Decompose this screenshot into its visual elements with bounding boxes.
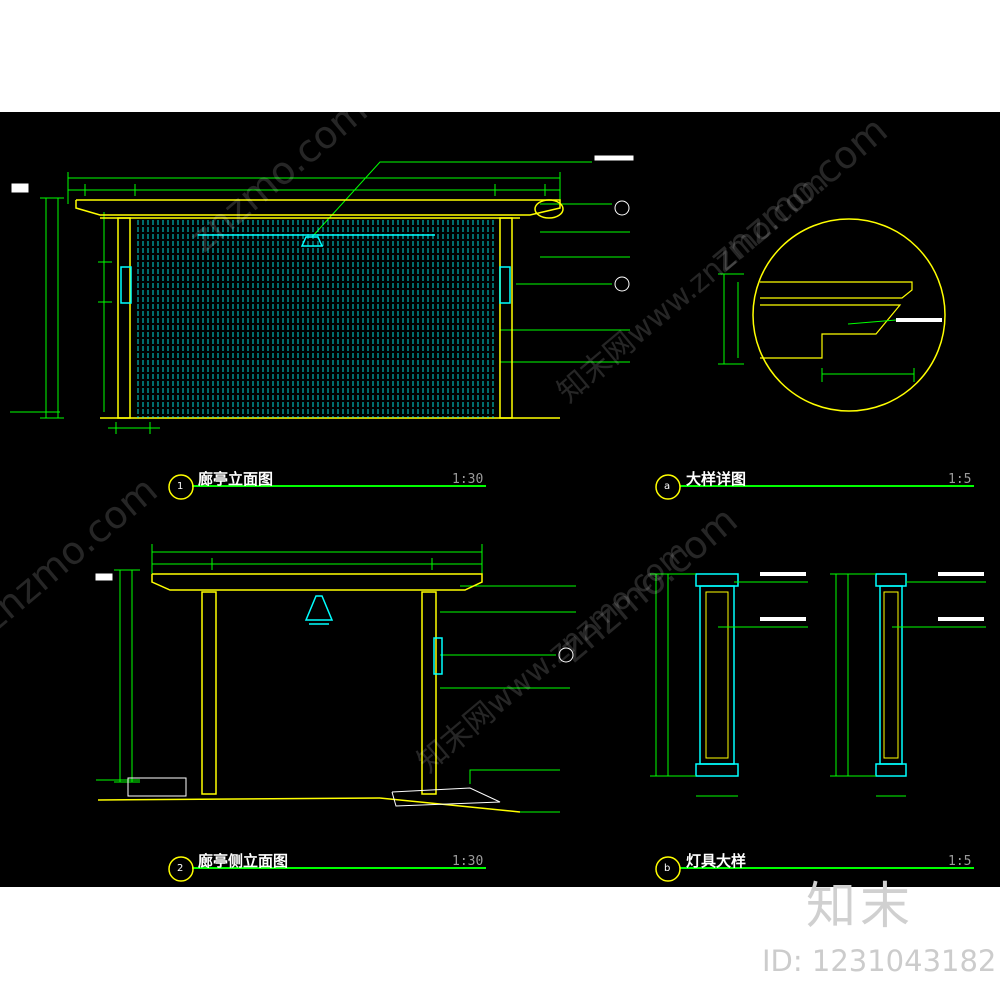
drawing-number: 1	[177, 481, 184, 492]
cad-drawing	[10, 155, 986, 882]
cad-drawing-canvas: 1 廊亭立面图 1:30 a 大样详图 1:5 2 廊亭侧立面图 1:30 b …	[0, 87, 1000, 887]
drawing-title: 廊亭立面图	[198, 470, 274, 488]
drawing-number: b	[664, 863, 671, 874]
side-elevation	[95, 544, 576, 813]
drawing-scale: 1:30	[452, 472, 484, 487]
image-id: ID: 1231043182	[762, 944, 997, 978]
drawing-scale: 1:5	[948, 854, 972, 869]
drawing-title: 大样详图	[686, 470, 747, 488]
brand-logo: 知末	[806, 877, 914, 935]
lamp-detail	[650, 572, 986, 797]
drawing-number: a	[664, 481, 671, 492]
title-bars	[168, 474, 974, 882]
front-elevation	[10, 155, 634, 434]
detail-circle	[718, 218, 946, 412]
drawing-scale: 1:5	[948, 472, 972, 487]
drawing-number: 2	[177, 863, 184, 874]
drawing-title: 廊亭侧立面图	[198, 852, 289, 870]
drawing-scale: 1:30	[452, 854, 484, 869]
drawing-title: 灯具大样	[686, 852, 747, 870]
